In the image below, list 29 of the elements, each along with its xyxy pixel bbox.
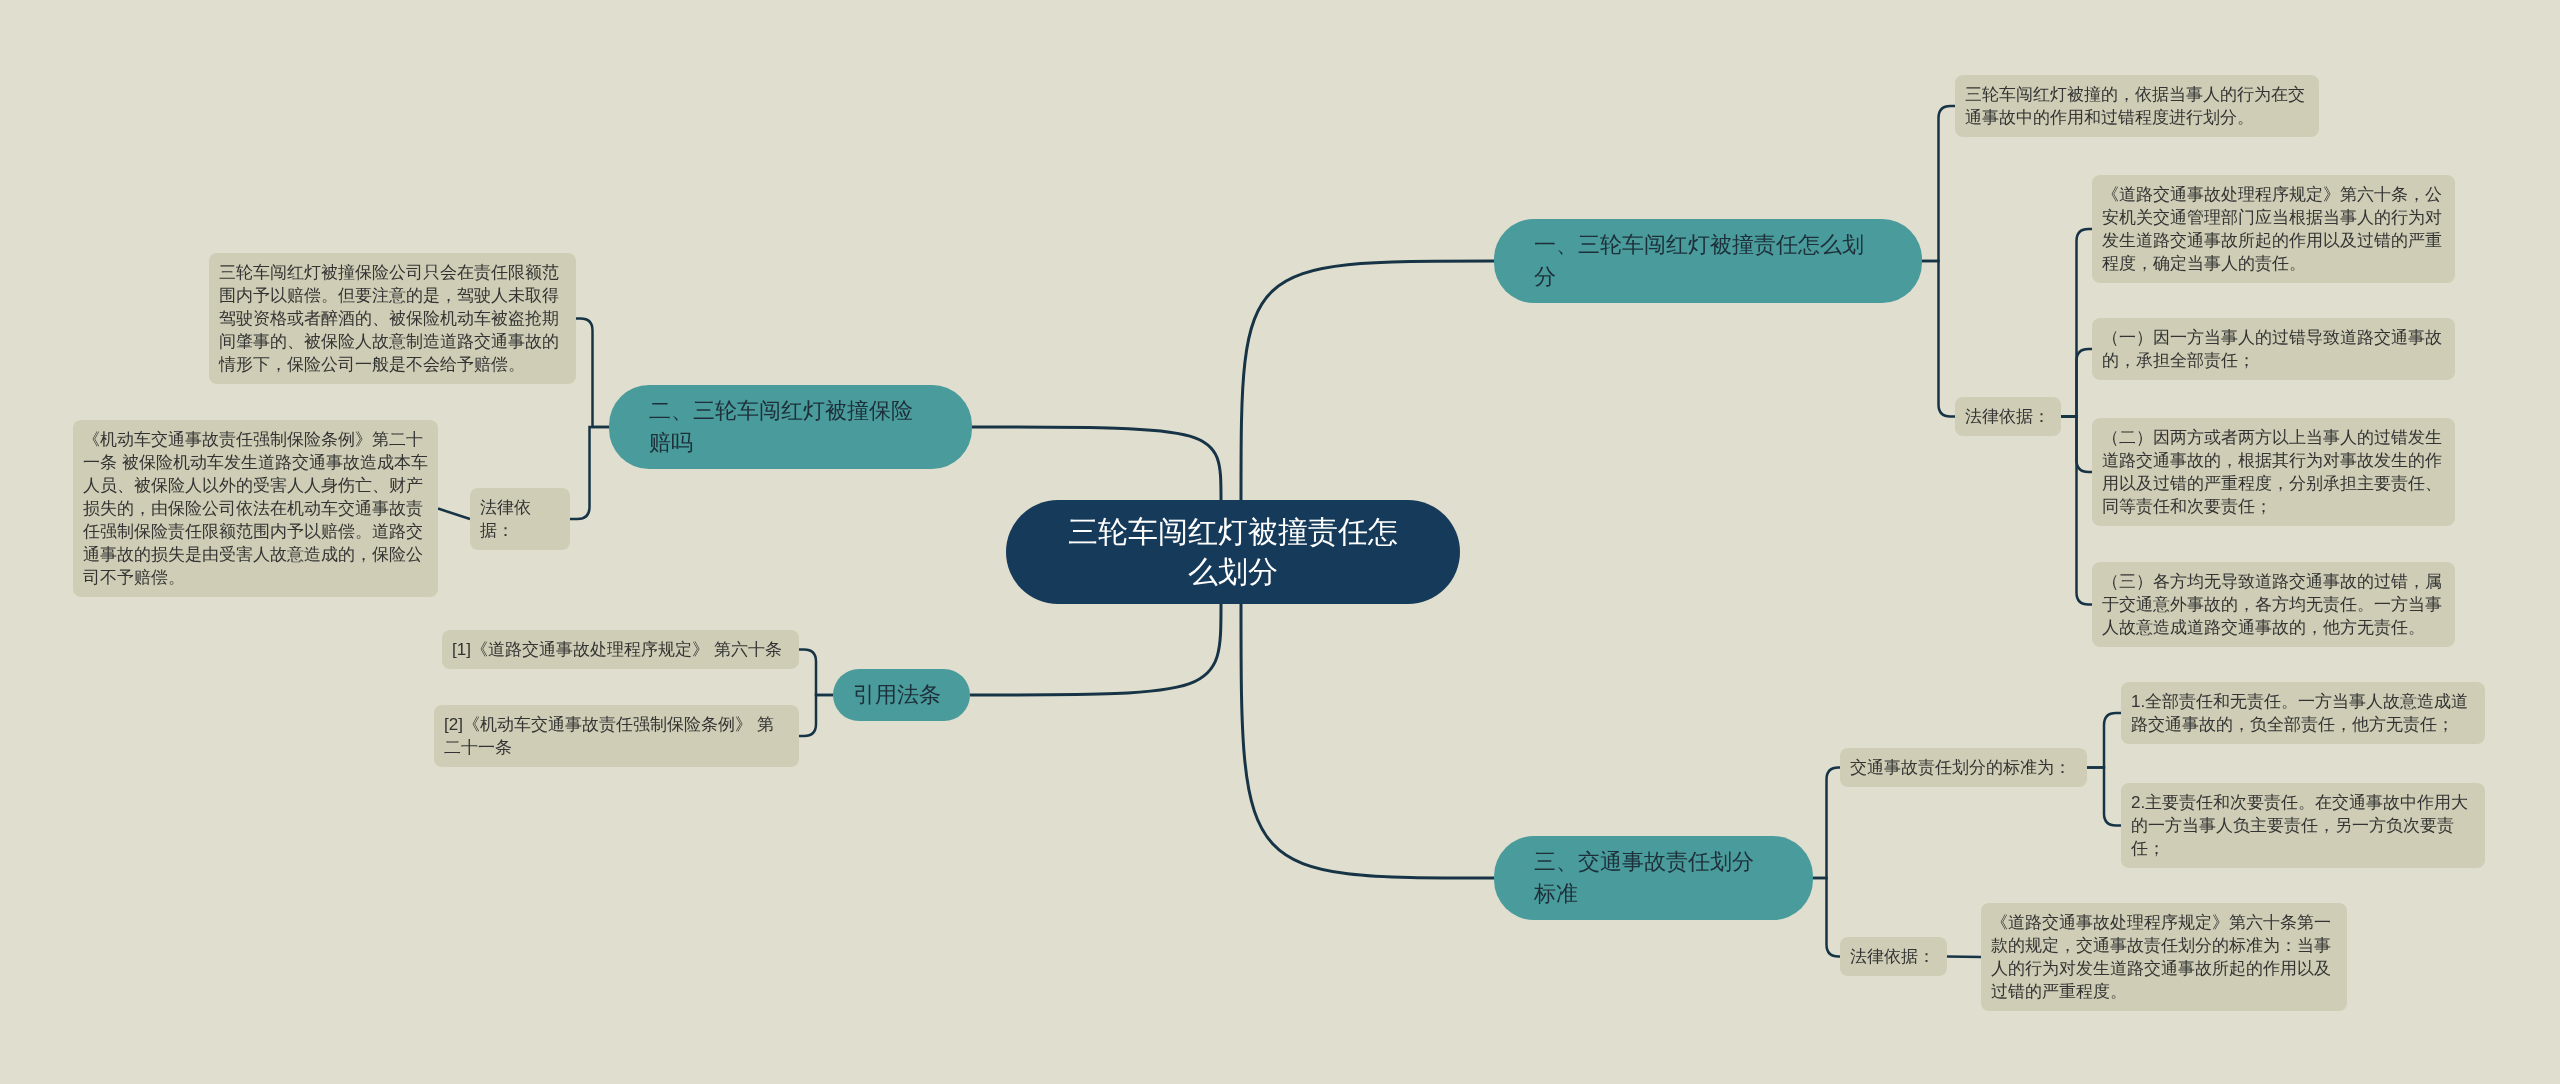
- central-topic: 三轮车闯红灯被撞责任怎么划分: [1006, 500, 1460, 604]
- note-box: 法律依据：: [1955, 397, 2061, 436]
- note-box: [2]《机动车交通事故责任强制保险条例》 第二十一条: [434, 705, 799, 767]
- connector-line: [972, 425, 1223, 500]
- note-box: （一）因一方当事人的过错导致道路交通事故的，承担全部责任；: [2092, 318, 2455, 380]
- topic-pill: 引用法条: [833, 669, 970, 721]
- note-box: 三轮车闯红灯被撞保险公司只会在责任限额范围内予以赔偿。但要注意的是，驾驶人未取得驾驶资格或者醉酒的、被保险机动车被盗抢期间肇事的、被保险人故意制造道路交通事故的情形下，保险公司一般是不会给予赔偿。: [209, 253, 576, 384]
- note-box: 交通事故责任划分的标准为：: [1840, 748, 2087, 787]
- connector-line: [1947, 955, 1981, 959]
- note-box: 三轮车闯红灯被撞的，依据当事人的行为在交通事故中的作用和过错程度进行划分。: [1955, 75, 2319, 137]
- note-box: 《道路交通事故处理程序规定》第六十条，公安机关交通管理部门应当根据当事人的行为对发生道路交通事故所起的作用以及过错的严重程度，确定当事人的责任。: [2092, 175, 2455, 283]
- note-box: [1]《道路交通事故处理程序规定》 第六十条: [442, 630, 799, 669]
- topic-pill: 三、交通事故责任划分标准: [1494, 836, 1813, 920]
- connector-line: [437, 507, 471, 521]
- note-box: 《机动车交通事故责任强制保险条例》第二十一条 被保险机动车发生道路交通事故造成本车人员、被保险人以外的受害人人身伤亡、财产损失的，由保险公司依法在机动车交通事故责任强制保险责任限额范围内予以赔偿。道路交通事故的损失是由受害人故意造成的，保险公司不予赔偿。: [73, 420, 438, 597]
- topic-pill: 二、三轮车闯红灯被撞保险赔吗: [609, 385, 972, 469]
- note-box: （三）各方均无导致道路交通事故的过错，属于交通意外事故的，各方均无责任。一方当事人故意造成道路交通事故的，他方无责任。: [2092, 562, 2455, 647]
- connector-line: [970, 604, 1223, 697]
- connector-line: [1813, 876, 1841, 958]
- note-box: 法律依据：: [1840, 937, 1947, 976]
- note-box: （二）因两方或者两方以上当事人的过错发生道路交通事故的，根据其行为对事故发生的作用以及过错的严重程度，分别承担主要责任、同等责任和次要责任；: [2092, 418, 2455, 526]
- connector-line: [1239, 259, 1494, 500]
- connector-line: [799, 693, 833, 738]
- connector-line: [1239, 604, 1494, 880]
- note-box: 2.主要责任和次要责任。在交通事故中作用大的一方当事人负主要责任，另一方负次要责任；: [2121, 783, 2485, 868]
- note-box: 1.全部责任和无责任。一方当事人故意造成道路交通事故的，负全部责任，他方无责任；: [2121, 682, 2485, 744]
- topic-pill: 一、三轮车闯红灯被撞责任怎么划分: [1494, 219, 1922, 303]
- note-box: 《道路交通事故处理程序规定》第六十条第一款的规定，交通事故责任划分的标准为：当事人的行为对发生道路交通事故所起的作用以及过错的严重程度。: [1981, 903, 2347, 1011]
- note-box: 法律依据：: [470, 488, 570, 550]
